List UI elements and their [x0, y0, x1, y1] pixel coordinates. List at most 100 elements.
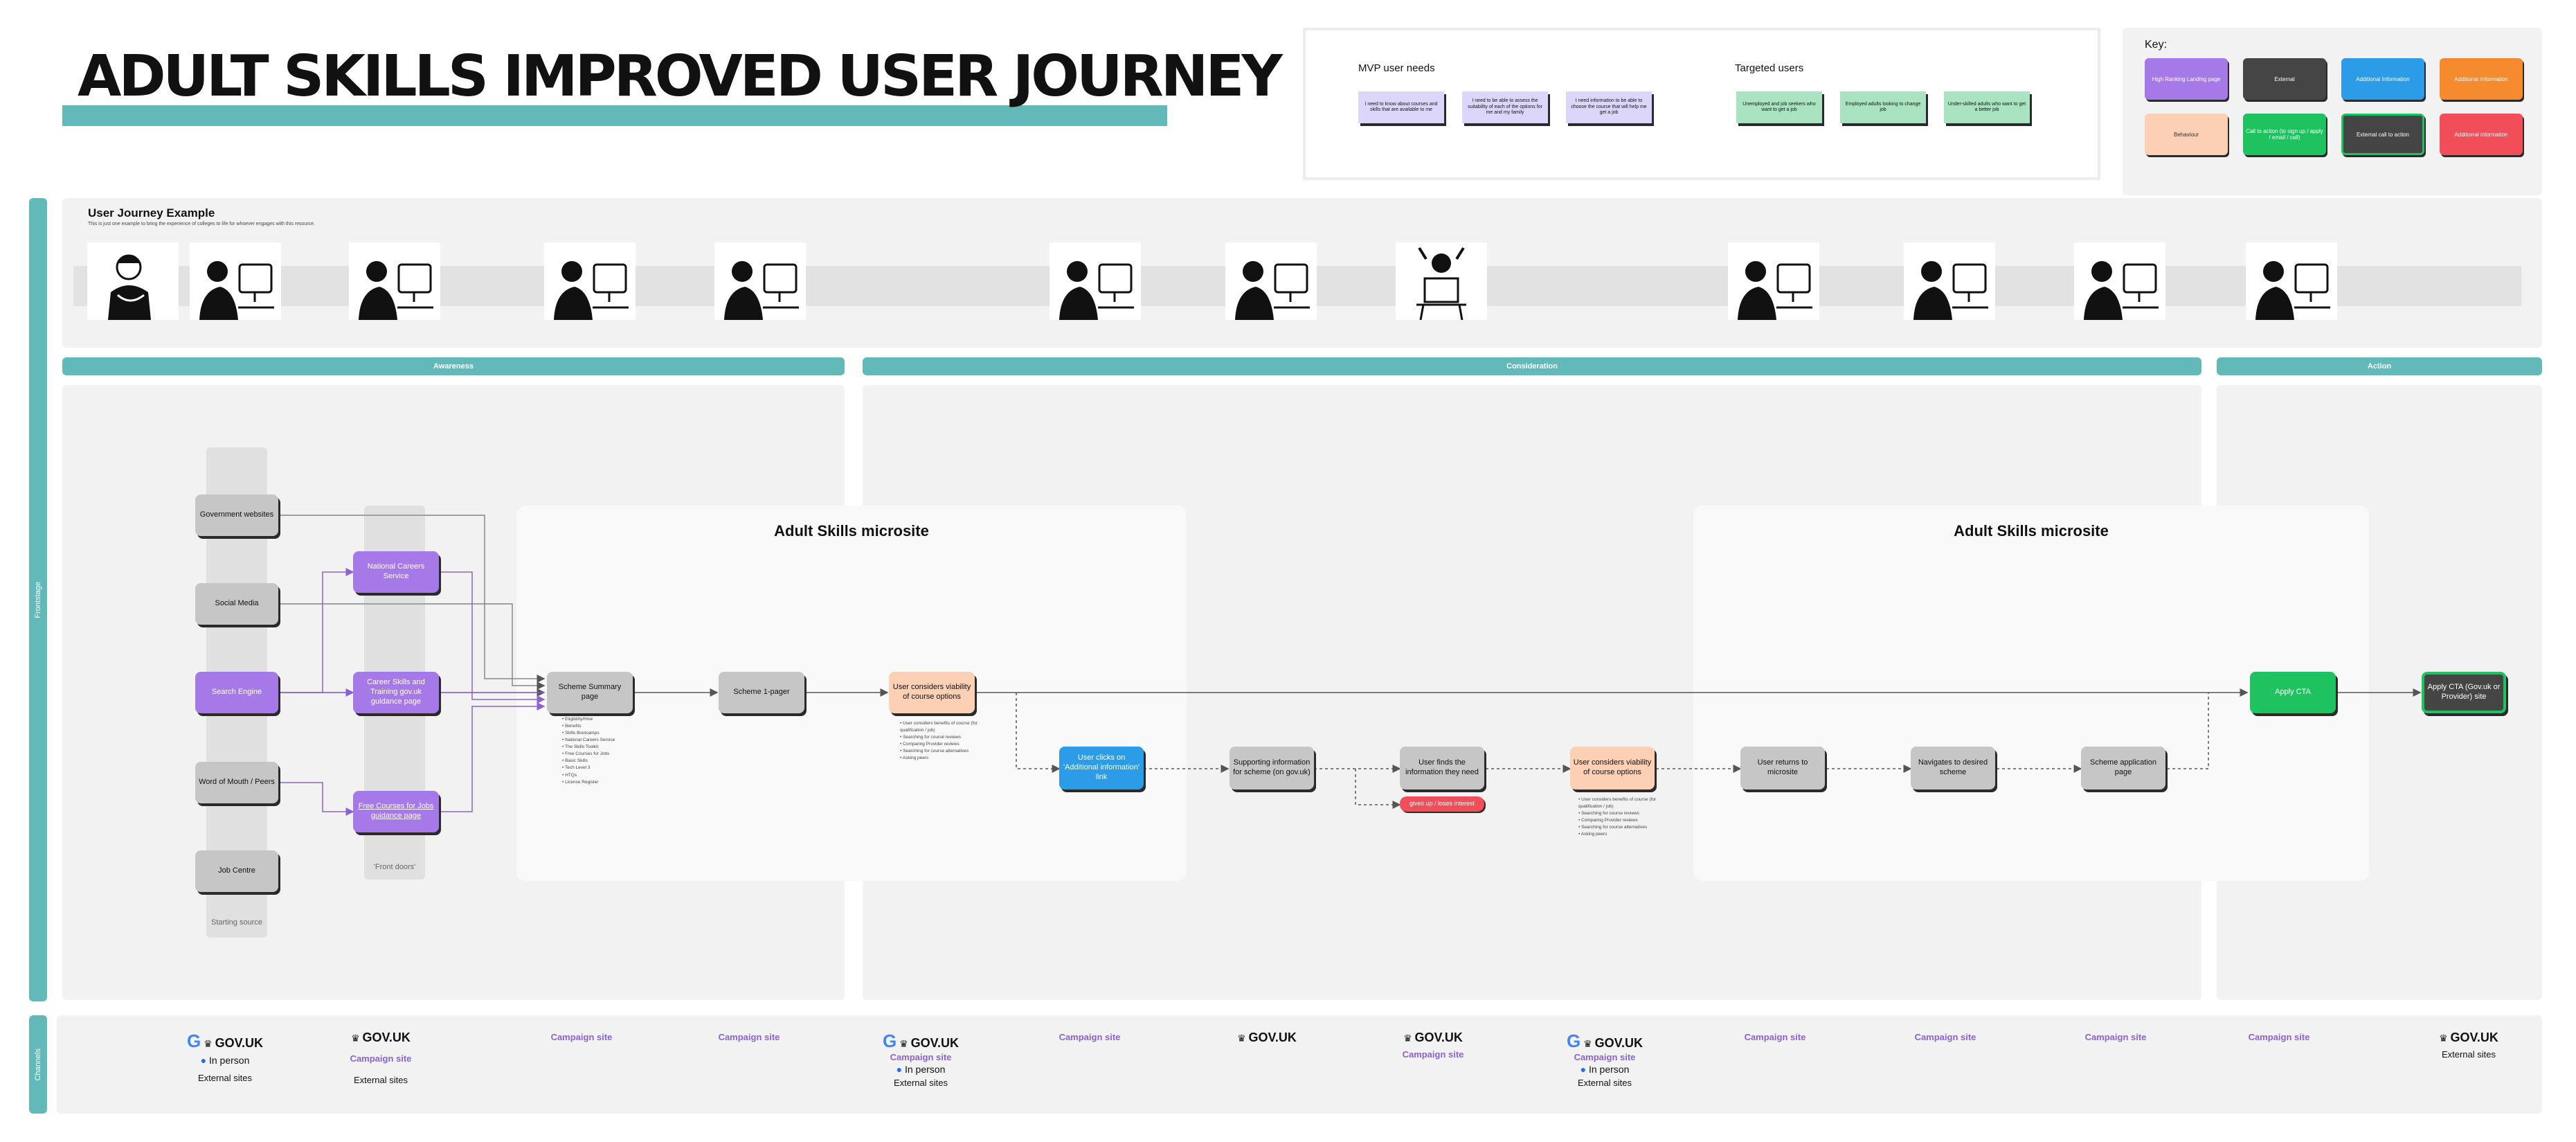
campaign-site-label: Campaign site — [2084, 1032, 2147, 1042]
person-at-computer-illustration — [1225, 242, 1317, 320]
key-additional-information-red: Additional information — [2440, 114, 2523, 155]
bullet-item: Asking peers — [1578, 831, 1661, 838]
google-logo-icon: G — [883, 1031, 897, 1051]
front-door-national-careers-service: National Careers Service — [353, 551, 439, 593]
microsite-title: Adult Skills microsite — [774, 522, 929, 539]
campaign-site-label: Campaign site — [2248, 1032, 2310, 1042]
channel-column: Campaign site — [1041, 1032, 1138, 1042]
google-logo-icon: G — [1567, 1031, 1581, 1051]
title-underline-bar — [62, 105, 1167, 126]
channel-column: G ♛ GOV.UK Campaign site ● In person Ext… — [1549, 1031, 1660, 1088]
channel-column: ♛ GOV.UK Campaign site External sites — [332, 1031, 429, 1085]
key-additional-information-blue: Additional Information — [2341, 58, 2424, 100]
bullet-item: Searching for course alternatives — [1578, 824, 1661, 831]
bullet-item: Benefits — [562, 723, 638, 730]
journey-subtitle: This is just one example to bring the ex… — [88, 222, 316, 226]
in-person-label: In person — [208, 1055, 250, 1066]
govuk-label: GOV.UK — [1248, 1031, 1297, 1044]
targeted-note: Unemployed and job seekers who want to g… — [1736, 91, 1822, 123]
navigates-to-scheme: Navigates to desired scheme — [1911, 747, 1995, 789]
thinking-user-illustration — [87, 242, 179, 320]
bullet-item: Searching for course reviews — [1578, 810, 1661, 817]
mvp-note: I need information to be able to choose … — [1566, 91, 1652, 123]
key-panel — [2123, 28, 2542, 195]
bullet-item: User considers benefits of course (for q… — [1578, 796, 1661, 810]
bullet-item: Eligibility/How — [562, 716, 638, 723]
crown-icon: ♛ — [1237, 1033, 1246, 1044]
summary-bullets: Eligibility/How Benefits Skills Bootcamp… — [562, 716, 638, 786]
bullet-item: Skills Bootcamps — [562, 730, 638, 737]
key-external: External — [2243, 58, 2326, 100]
channel-column: Campaign site — [2231, 1032, 2327, 1042]
govuk-label: GOV.UK — [215, 1036, 263, 1050]
bullet-item: User considers benefits of course (for q… — [900, 720, 983, 734]
key-high-ranking-landing-page: High Ranking Landing page — [2145, 58, 2228, 100]
source-social-media: Social Media — [195, 583, 278, 625]
key-behaviour: Behaviour — [2145, 114, 2228, 155]
front-door-career-skills-guidance: Career Skills and Training gov.uk guidan… — [353, 672, 439, 713]
campaign-site-label: Campaign site — [718, 1032, 780, 1042]
apply-cta: Apply CTA — [2250, 672, 2336, 713]
campaign-site-label: Campaign site — [350, 1053, 412, 1064]
apply-cta-external: Apply CTA (Gov.uk or Provider) site — [2422, 672, 2506, 713]
person-at-computer-illustration — [714, 242, 806, 320]
considers-bullets: User considers benefits of course (for q… — [1578, 796, 1661, 838]
bullet-item: Searching for course alternatives — [900, 748, 983, 755]
targeted-users-title: Targeted users — [1735, 62, 1804, 74]
campaign-site-label: Campaign site — [890, 1052, 952, 1062]
stage-awareness: Awareness — [62, 357, 845, 375]
bullet-item: Tech Level 3 — [562, 765, 638, 771]
person-at-computer-illustration — [190, 242, 281, 320]
front-door-free-courses-for-jobs: Free Courses for Jobs guidance page — [353, 791, 439, 832]
campaign-site-label: Campaign site — [1744, 1032, 1806, 1042]
in-person-label: In person — [1588, 1064, 1630, 1075]
person-at-computer-illustration — [2246, 242, 2337, 320]
external-sites-label: External sites — [353, 1075, 408, 1085]
mvp-note: I need to be able to assess the suitabil… — [1462, 91, 1548, 123]
person-at-computer-illustration — [2074, 242, 2165, 320]
google-logo-icon: G — [187, 1031, 201, 1051]
targeted-note: Employed adults looking to change job — [1840, 91, 1926, 123]
channel-column: Campaign site — [533, 1032, 630, 1042]
channel-column: Campaign site — [1897, 1032, 1994, 1042]
crown-icon: ♛ — [351, 1033, 360, 1044]
crown-icon: ♛ — [1583, 1038, 1592, 1049]
external-sites-label: External sites — [2441, 1049, 2496, 1060]
external-sites-label: External sites — [197, 1073, 253, 1083]
source-job-centre: Job Centre — [195, 850, 278, 892]
stressed-user-illustration — [1396, 242, 1487, 321]
channel-column: ♛ GOV.UK External sites — [2420, 1031, 2517, 1060]
supporting-information-page: Supporting information for scheme (on go… — [1230, 747, 1314, 789]
govuk-label: GOV.UK — [1594, 1036, 1643, 1050]
source-government-websites: Government websites — [195, 494, 278, 536]
bullet-item: Comparing Provider reviews — [900, 741, 983, 748]
channel-column: ♛ GOV.UK — [1218, 1031, 1315, 1045]
key-call-to-action: Call to action (to sign up / apply / ema… — [2243, 114, 2326, 155]
mvp-note: I need to know about courses and skills … — [1358, 91, 1444, 123]
external-sites-label: External sites — [1577, 1078, 1632, 1088]
crown-icon: ♛ — [899, 1038, 908, 1049]
person-at-computer-illustration — [349, 242, 440, 320]
channel-column: Campaign site — [2067, 1032, 2164, 1042]
person-icon: ● — [200, 1055, 207, 1066]
channels-panel — [57, 1015, 2542, 1114]
crown-icon: ♛ — [1403, 1033, 1412, 1044]
crown-icon: ♛ — [204, 1038, 213, 1049]
bullet-item: License Register — [562, 779, 638, 786]
govuk-label: GOV.UK — [1414, 1031, 1463, 1044]
campaign-site-label: Campaign site — [1574, 1052, 1636, 1062]
channels-lane: Channels — [29, 1015, 47, 1114]
channel-column: G ♛ GOV.UK Campaign site ● In person Ext… — [865, 1031, 976, 1088]
govuk-label: GOV.UK — [2450, 1031, 2498, 1044]
bullet-item: Searching for course reviews — [900, 734, 983, 741]
person-at-computer-illustration — [1904, 242, 1995, 320]
crown-icon: ♛ — [2439, 1033, 2448, 1044]
scheme-summary-page: Scheme Summary page — [547, 672, 633, 713]
front-doors-label: 'Front doors' — [373, 863, 416, 871]
channel-column: G ♛ GOV.UK ● In person External sites — [173, 1031, 277, 1083]
journey-title: User Journey Example — [88, 206, 215, 220]
channel-column: Campaign site — [1727, 1032, 1823, 1042]
user-considers-viability: User considers viability of course optio… — [889, 672, 975, 713]
mvp-needs-title: MVP user needs — [1358, 62, 1435, 74]
